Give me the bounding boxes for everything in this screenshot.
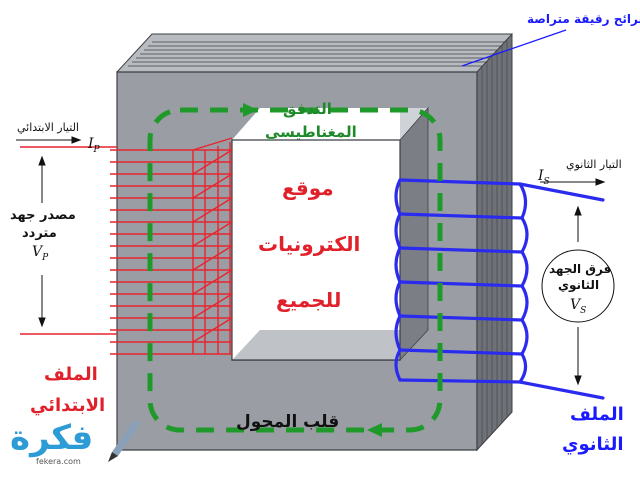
pd-label-line1: فرق الجهد [549,262,612,276]
site-logo: فكرة [10,418,94,458]
magnetic-flux-path [147,103,443,437]
site-label-line3: للجميع [276,288,342,312]
primary-current-arrow [16,136,82,144]
core-label: قلب المحول [236,412,340,432]
source-label-line1: مصدر جهد [10,208,76,223]
flux-arrow-icon [367,423,382,437]
site-label-line1: موقع [282,176,334,200]
flux-label-line1: التدفق [283,100,332,118]
secondary-voltage-symbol: VS [570,297,587,316]
primary-current-label: التيار الابتدائي [17,121,79,134]
primary-current-symbol: IP [88,136,100,155]
primary-coil [20,137,233,355]
primary-voltage-arrows [38,155,46,328]
secondary-coil [394,178,605,400]
flux-label-line2: المغناطيسي [265,123,357,141]
secondary-current-label: التيار الثانوي [566,158,622,171]
laminations-pointer [461,49,509,67]
pencil-icon [108,420,140,462]
secondary-current-arrow [540,178,606,186]
laminations-label: شرائح رقيقة متراصة [527,12,640,26]
secondary-voltage-circle [541,249,615,323]
secondary-coil-label-line2: الثانوي [562,434,624,455]
flux-arrow-icon [243,103,258,117]
secondary-current-symbol: IS [538,168,550,187]
primary-coil-label-line1: الملف [44,364,98,385]
secondary-voltage-arrows [574,205,582,386]
site-logo-url: fekera.com [36,457,81,466]
source-label-line2: متردد [22,226,57,241]
pd-label-line2: الثانوي [558,278,600,292]
secondary-coil-label-line1: الملف [570,404,624,425]
primary-coil-label-line2: الابتدائي [30,395,106,416]
primary-voltage-symbol: VP [32,244,49,263]
site-label-line2: الكترونيات [258,232,361,256]
